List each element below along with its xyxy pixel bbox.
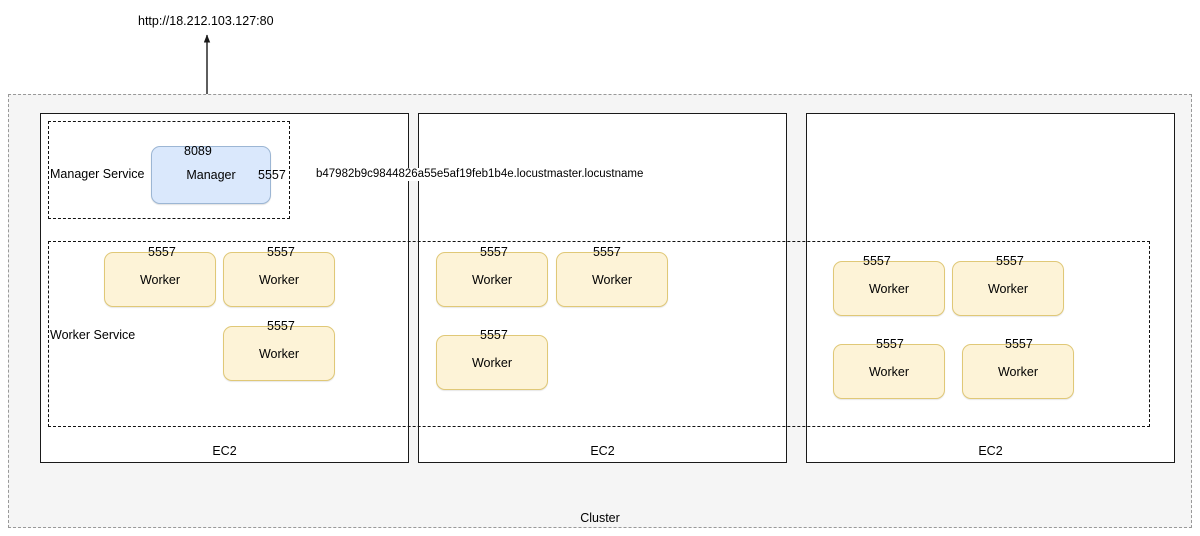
worker-node-4-port-label: 5557: [480, 245, 508, 259]
worker-node-7-port-label: 5557: [863, 254, 891, 268]
manager-port-5557-label: 5557: [258, 168, 286, 182]
worker-node-3-port-label: 5557: [267, 319, 295, 333]
worker-node-1[interactable]: Worker: [104, 252, 216, 307]
worker-node-4[interactable]: Worker: [436, 252, 548, 307]
worker-node-9[interactable]: Worker: [833, 344, 945, 399]
worker-node-9-port-label: 5557: [876, 337, 904, 351]
hostname-edge-label: b47982b9c9844826a55e5af19feb1b4e.locustm…: [314, 168, 646, 181]
manager-service-container: [48, 121, 290, 219]
worker-node-7-label: Worker: [868, 281, 910, 296]
ec2-host-2-label: EC2: [590, 444, 615, 458]
worker-node-2-port-label: 5557: [267, 245, 295, 259]
worker-node-8[interactable]: Worker: [952, 261, 1064, 316]
ec2-host-1-label: EC2: [212, 444, 237, 458]
worker-node-8-port-label: 5557: [996, 254, 1024, 268]
worker-node-5-port-label: 5557: [593, 245, 621, 259]
worker-node-5[interactable]: Worker: [556, 252, 668, 307]
manager-service-label: Manager Service: [50, 167, 145, 181]
manager-node-label: Manager: [186, 168, 236, 182]
worker-node-2-label: Worker: [258, 272, 300, 287]
worker-node-2[interactable]: Worker: [223, 252, 335, 307]
worker-node-6[interactable]: Worker: [436, 335, 548, 390]
cluster-label: Cluster: [580, 511, 620, 525]
worker-node-3[interactable]: Worker: [223, 326, 335, 381]
worker-node-4-label: Worker: [471, 272, 513, 287]
worker-node-10-port-label: 5557: [1005, 337, 1033, 351]
worker-node-10-label: Worker: [997, 364, 1039, 379]
worker-node-6-port-label: 5557: [480, 328, 508, 342]
worker-node-1-port-label: 5557: [148, 245, 176, 259]
manager-node[interactable]: Manager: [151, 146, 271, 204]
worker-service-container: [48, 241, 1150, 427]
worker-node-10[interactable]: Worker: [962, 344, 1074, 399]
worker-node-7[interactable]: Worker: [833, 261, 945, 316]
worker-node-5-label: Worker: [591, 272, 633, 287]
manager-port-8089-label: 8089: [184, 144, 212, 158]
worker-node-9-label: Worker: [868, 364, 910, 379]
worker-node-1-label: Worker: [139, 272, 181, 287]
worker-node-8-label: Worker: [987, 281, 1029, 296]
ec2-host-3-label: EC2: [978, 444, 1003, 458]
public-url-label: http://18.212.103.127:80: [138, 14, 274, 28]
worker-node-6-label: Worker: [471, 355, 513, 370]
worker-service-label: Worker Service: [50, 328, 136, 342]
worker-node-3-label: Worker: [258, 346, 300, 361]
